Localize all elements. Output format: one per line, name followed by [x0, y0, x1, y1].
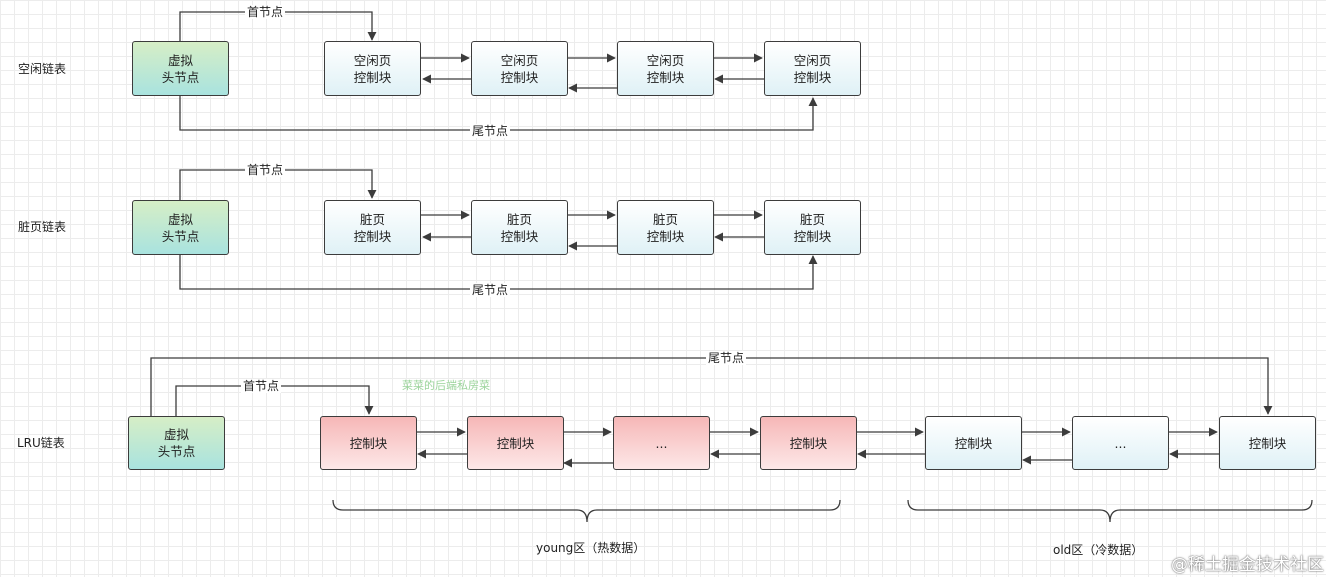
node-text: 控制块: [500, 228, 539, 244]
dirty-tail-edge-label: 尾节点: [469, 283, 511, 297]
node-text: 空闲页: [646, 52, 685, 68]
old-region-label: old区（冷数据）: [1053, 543, 1144, 557]
node-text: 控制块: [496, 435, 535, 451]
dirty-virtual-head-node: 虚拟头节点: [132, 200, 229, 255]
node-text: 控制块: [353, 228, 392, 244]
young-node: 控制块: [760, 416, 857, 470]
free-page-node: 空闲页控制块: [471, 41, 568, 96]
node-text: 脏页: [506, 211, 532, 227]
old-brace: [907, 499, 1313, 523]
node-text: 控制块: [353, 69, 392, 85]
node-text: 头节点: [161, 228, 200, 244]
free-list-label: 空闲链表: [18, 62, 67, 76]
dirty-first-edge-label: 首节点: [244, 163, 286, 177]
node-text: 空闲页: [353, 52, 392, 68]
node-text: 控制块: [349, 435, 388, 451]
author-watermark: 菜菜的后端私房菜: [402, 379, 490, 392]
free-page-node: 空闲页控制块: [324, 41, 421, 96]
young-brace: [332, 499, 841, 523]
free-virtual-head-node: 虚拟头节点: [132, 41, 229, 96]
node-text: 空闲页: [793, 52, 832, 68]
node-text: ...: [655, 435, 668, 451]
node-text: 控制块: [793, 69, 832, 85]
node-text: 脏页: [359, 211, 385, 227]
node-text: 控制块: [954, 435, 993, 451]
dirty-list-label: 脏页链表: [18, 220, 67, 234]
young-region-label: young区（热数据）: [536, 541, 646, 555]
dirty-page-node: 脏页控制块: [471, 200, 568, 255]
node-text: 虚拟: [167, 211, 193, 227]
node-text: 脏页: [652, 211, 678, 227]
old-node: 控制块: [1219, 416, 1316, 470]
dirty-page-node: 脏页控制块: [324, 200, 421, 255]
free-tail-edge-label: 尾节点: [469, 124, 511, 138]
free-page-node: 空闲页控制块: [764, 41, 861, 96]
young-node-ellipsis: ...: [613, 416, 710, 470]
dirty-page-node: 脏页控制块: [764, 200, 861, 255]
node-text: 控制块: [1248, 435, 1287, 451]
node-text: 虚拟: [167, 52, 193, 68]
free-page-node: 空闲页控制块: [617, 41, 714, 96]
young-node: 控制块: [320, 416, 417, 470]
lru-tail-edge: [150, 357, 1273, 416]
node-text: ...: [1114, 435, 1127, 451]
node-text: 空闲页: [500, 52, 539, 68]
node-text: 控制块: [789, 435, 828, 451]
lru-first-edge-label: 首节点: [240, 379, 282, 393]
node-text: 头节点: [157, 444, 196, 459]
dirty-page-node: 脏页控制块: [617, 200, 714, 255]
node-text: 控制块: [793, 228, 832, 244]
node-text: 脏页: [799, 211, 825, 227]
node-text: 控制块: [646, 228, 685, 244]
site-watermark: @稀土掘金技术社区: [1171, 555, 1324, 575]
lru-virtual-head-node: 虚拟头节点: [128, 416, 225, 470]
old-node-ellipsis: ...: [1072, 416, 1169, 470]
free-first-edge-label: 首节点: [244, 5, 286, 19]
node-text: 控制块: [500, 69, 539, 85]
young-node: 控制块: [467, 416, 564, 470]
node-text: 虚拟: [163, 427, 189, 442]
old-node: 控制块: [925, 416, 1022, 470]
node-text: 控制块: [646, 69, 685, 85]
lru-tail-edge-label: 尾节点: [705, 351, 747, 365]
node-text: 头节点: [161, 69, 200, 85]
lru-list-label: LRU链表: [17, 436, 65, 450]
